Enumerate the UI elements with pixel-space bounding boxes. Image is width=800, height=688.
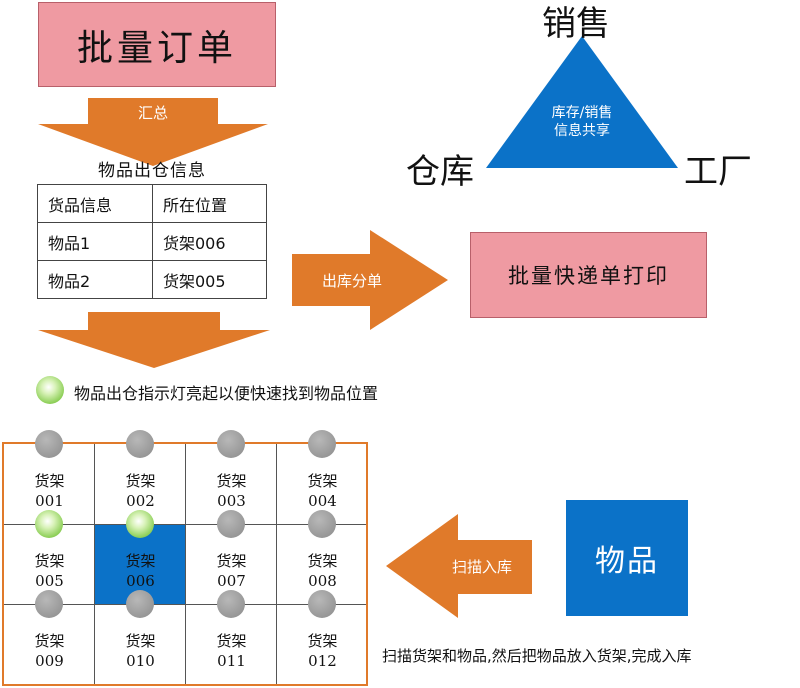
table-row: 物品1 货架006 <box>37 222 267 261</box>
goods-box: 物品 <box>566 500 688 616</box>
indicator-off-icon <box>217 510 245 538</box>
indicator-off-icon <box>217 430 245 458</box>
table-cell: 货架005 <box>152 260 267 299</box>
indicator-light-icon <box>36 376 64 404</box>
summary-arrow-label: 汇总 <box>137 103 168 122</box>
indicator-off-icon <box>308 590 336 618</box>
triangle-center-line1: 库存/销售 <box>551 105 613 121</box>
table-header-cell: 货品信息 <box>37 184 153 223</box>
info-share-triangle <box>486 36 678 168</box>
indicator-off-icon <box>217 590 245 618</box>
down-arrow <box>38 312 270 368</box>
indicator-off-icon <box>35 430 63 458</box>
indicator-off-icon <box>308 510 336 538</box>
triangle-left-label: 仓库 <box>406 152 474 192</box>
indicator-off-icon <box>126 590 154 618</box>
indicator-note: 物品出仓指示灯亮起以便快速找到物品位置 <box>74 384 379 403</box>
outbound-info-table: 货品信息 所在位置 物品1 货架006 物品2 货架005 <box>37 184 267 299</box>
table-header-cell: 所在位置 <box>152 184 267 223</box>
triangle-top-label: 销售 <box>542 4 610 44</box>
indicator-on-icon <box>126 510 154 538</box>
indicator-on-icon <box>35 510 63 538</box>
scan-note: 扫描货架和物品,然后把物品放入货架,完成入库 <box>382 647 692 665</box>
triangle-right-label: 工厂 <box>684 152 752 192</box>
table-cell: 物品1 <box>37 222 153 261</box>
indicator-off-icon <box>126 430 154 458</box>
triangle-center-text: 库存/销售 信息共享 <box>530 104 634 140</box>
indicator-off-icon <box>35 590 63 618</box>
table-row: 物品2 货架005 <box>37 260 267 299</box>
split-arrow-label: 出库分单 <box>321 271 382 290</box>
indicator-off-icon <box>308 430 336 458</box>
summary-arrow <box>38 98 268 166</box>
scan-arrow <box>386 514 532 618</box>
scan-arrow-label: 扫描入库 <box>451 557 512 576</box>
outbound-info-title: 物品出仓信息 <box>98 161 206 181</box>
table-header-row: 货品信息 所在位置 <box>37 184 267 223</box>
split-arrow <box>292 230 448 330</box>
batch-order-box: 批量订单 <box>38 2 276 87</box>
table-cell: 物品2 <box>37 260 153 299</box>
batch-print-box: 批量快递单打印 <box>470 232 707 318</box>
triangle-center-line2: 信息共享 <box>554 123 610 139</box>
table-cell: 货架006 <box>152 222 267 261</box>
